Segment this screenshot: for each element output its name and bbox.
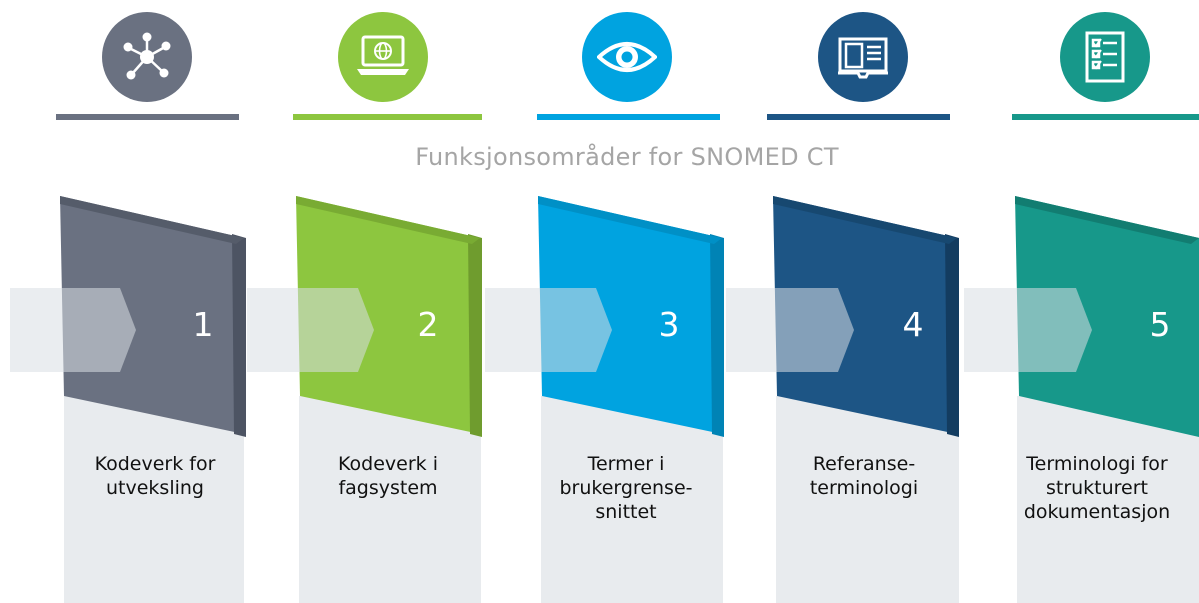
area-number: 3	[658, 305, 680, 344]
area-number: 5	[1149, 305, 1171, 344]
divider-line	[56, 114, 239, 120]
area-number: 1	[192, 305, 214, 344]
checklist-icon	[1060, 12, 1150, 102]
area-number: 2	[417, 305, 439, 344]
label-box	[1017, 396, 1199, 603]
area-label: Referanse- terminologi	[764, 452, 964, 500]
area-label: Kodeverk for utveksling	[55, 452, 255, 500]
area-label-line: brukergrense-	[559, 477, 693, 499]
eye-icon	[582, 12, 672, 102]
area-label: Termer i brukergrense- snittet	[526, 452, 726, 524]
network-icon	[102, 12, 192, 102]
area-label: Terminologi for strukturert dokumentasjo…	[995, 452, 1199, 524]
area-label-line: Termer i	[587, 453, 665, 475]
area-panel-3	[538, 196, 724, 437]
area-number: 4	[902, 305, 924, 344]
page-title: Funksjonsområder for SNOMED CT	[415, 143, 839, 171]
divider-line	[1012, 114, 1199, 120]
area-panel-1	[60, 196, 246, 437]
area-panel-2	[296, 196, 482, 437]
area-label-line: terminologi	[809, 477, 919, 499]
label-box	[64, 396, 244, 603]
label-box	[299, 396, 481, 603]
divider-line	[767, 114, 950, 120]
laptop-globe-icon	[338, 12, 428, 102]
area-label-line: Kodeverk for	[94, 453, 216, 475]
label-box	[541, 396, 723, 603]
area-label-line: snittet	[595, 501, 657, 523]
area-label-line: fagsystem	[338, 477, 438, 499]
area-label-line: Terminologi for	[1026, 453, 1168, 475]
area-panel-4	[773, 196, 959, 437]
divider-line	[293, 114, 482, 120]
area-label-line: Referanse-	[812, 453, 916, 475]
area-label-line: utveksling	[106, 477, 204, 499]
area-label-line: dokumentasjon	[1023, 501, 1171, 523]
area-label-line: strukturert	[1045, 477, 1149, 499]
divider-line	[537, 114, 720, 120]
area-label-line: Kodeverk i	[338, 453, 438, 475]
area-panel-5	[1015, 196, 1199, 437]
book-icon	[818, 12, 908, 102]
label-box	[776, 396, 959, 603]
area-label: Kodeverk i fagsystem	[288, 452, 488, 500]
